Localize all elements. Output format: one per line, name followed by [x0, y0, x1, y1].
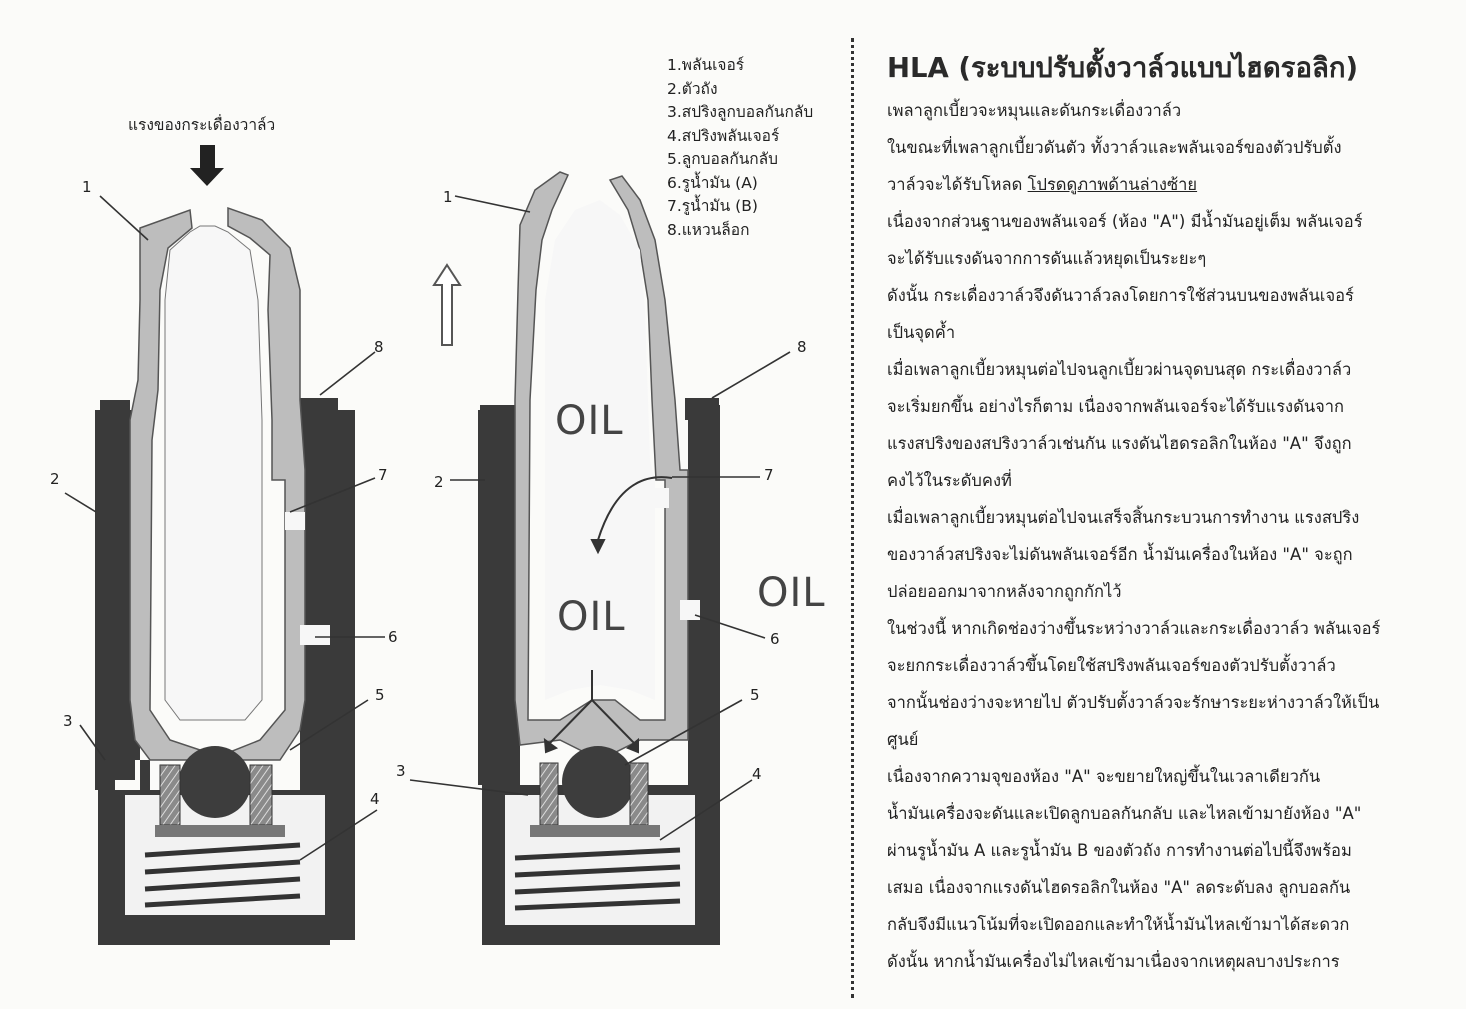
callout-7-left: 7	[378, 466, 388, 484]
body-line: ของวาล์วสปริงจะไม่ดันพลันเจอร์อีก น้ำมัน…	[887, 545, 1353, 564]
callout-4-left: 4	[370, 790, 380, 808]
body-line: เนื่องจากส่วนฐานของพลันเจอร์ (ห้อง "A") …	[887, 212, 1363, 231]
body-line: ศูนย์	[887, 730, 919, 749]
plunger-spring-right	[514, 847, 681, 911]
callout-7-right: 7	[764, 466, 774, 484]
ball-spring-right	[539, 762, 559, 826]
callout-8-left: 8	[374, 338, 384, 356]
body-line: เป็นจุดค้ำ	[887, 323, 956, 342]
legend-item: 4.สปริงพลันเจอร์	[667, 126, 780, 145]
body-line: จะยกกระเดื่องวาล์วขึ้นโดยใช้สปริงพลันเจอ…	[887, 656, 1336, 675]
body-line: จากนั้นช่องว่างจะหายไป ตัวปรับตั้งวาล์วจ…	[887, 693, 1380, 712]
body-line: คงไว้ในระดับคงที่	[887, 471, 1012, 490]
callout-3-left: 3	[63, 712, 73, 730]
ball-spring-left	[159, 764, 181, 826]
callout-3-right: 3	[396, 762, 406, 780]
body-line: เพลาลูกเบี้ยวจะหมุนและดันกระเดื่องวาล์ว	[887, 101, 1182, 120]
body-line: วาล์วจะได้รับโหลด โปรดดูภาพด้านล่างซ้าย	[887, 170, 1457, 207]
article-body: เพลาลูกเบี้ยวจะหมุนและดันกระเดื่องวาล์ว …	[887, 96, 1457, 984]
callout-6-right: 6	[770, 630, 780, 648]
body-line: น้ำมันเครื่องจะดันและเปิดลูกบอลกันกลับ แ…	[887, 804, 1362, 823]
plunger-left	[129, 206, 306, 761]
adjuster-left	[95, 145, 355, 945]
body-line: เมื่อเพลาลูกเบี้ยวหมุนต่อไปจนเสร็จสิ้นกร…	[887, 508, 1360, 527]
legend-item: 7.รูน้ำมัน (B)	[667, 197, 758, 215]
legend-item: 6.รูน้ำมัน (A)	[667, 173, 758, 192]
callout-6-left: 6	[388, 628, 398, 646]
legend-item: 1.พลันเจอร์	[667, 56, 745, 74]
oil-label-outside: OIL	[757, 570, 826, 616]
leader-lines	[64, 195, 791, 861]
body-line: ปล่อยออกมาจากหลังจากถูกกักไว้	[887, 582, 1122, 601]
callout-8-right: 8	[797, 338, 807, 356]
body-line: ดังนั้น หากน้ำมันเครื่องไม่ไหลเข้ามาเนื่…	[887, 952, 1340, 971]
callout-2-left: 2	[50, 470, 60, 488]
body-line: จะได้รับแรงดันจากการดันแล้วหยุดเป็นระยะๆ	[887, 249, 1207, 268]
oil-flow-arrows	[543, 476, 673, 754]
force-arrow	[190, 145, 224, 186]
body-line: ในช่วงนี้ หากเกิดช่องว่างขึ้นระหว่างวาล์…	[887, 619, 1381, 638]
body-line: ผ่านรูน้ำมัน A และรูน้ำมัน B ของตัวถัง ก…	[887, 841, 1352, 860]
hla-diagram-figure: แรงของกระเดื่องวาล์ว 1.พลันเจอร์ 2.ตัวถั…	[50, 54, 826, 945]
body-line: แรงสปริงของสปริงวาล์วเช่นกัน แรงดันไฮดรอ…	[887, 434, 1352, 453]
legend-item: 5.ลูกบอลกันกลับ	[667, 150, 779, 168]
check-ball-right	[562, 746, 634, 818]
body-line: กลับจึงมีแนวโน้มที่จะเปิดออกและทำให้น้ำม…	[887, 915, 1350, 934]
body-line: เมื่อเพลาลูกเบี้ยวหมุนต่อไปจนลูกเบี้ยวผ่…	[887, 360, 1352, 379]
callout-5-left: 5	[375, 686, 385, 704]
article-title: HLA (ระบบปรับตั้งวาล์วแบบไฮดรอลิก)	[887, 52, 1359, 84]
callout-4-right: 4	[752, 765, 762, 783]
legend-item: 8.แหวนล็อก	[667, 220, 750, 239]
oil-label-lower: OIL	[557, 594, 626, 640]
callout-5-right: 5	[750, 686, 760, 704]
body-line: จะเริ่มยกขึ้น อย่างไรก็ตาม เนื่องจากพลัน…	[887, 397, 1345, 416]
parts-legend: 1.พลันเจอร์ 2.ตัวถัง 3.สปริงลูกบอลกันกลั…	[667, 54, 813, 242]
legend-item: 3.สปริงลูกบอลกันกลับ	[667, 103, 814, 121]
plunger-spring-left	[144, 842, 301, 908]
callout-1-left: 1	[82, 178, 92, 196]
body-line: เสมอ เนื่องจากแรงดันไฮดรอลิกในห้อง "A" ล…	[887, 878, 1351, 897]
dotted-divider	[851, 38, 854, 998]
callout-2-right: 2	[434, 473, 444, 491]
legend-item: 2.ตัวถัง	[667, 79, 718, 98]
callout-1-right: 1	[443, 188, 453, 206]
body-line-prefix: วาล์วจะได้รับโหลด	[887, 175, 1028, 194]
adjuster-right	[432, 171, 720, 945]
body-line: ในขณะที่เพลาลูกเบี้ยวดันตัว ทั้งวาล์วและ…	[887, 138, 1342, 157]
valve-rocker-force-label: แรงของกระเดื่องวาล์ว	[128, 116, 276, 134]
body-line: ดังนั้น กระเดื่องวาล์วจึงดันวาล์วลงโดยกา…	[887, 286, 1354, 305]
body-line: เนื่องจากความจุของห้อง "A" จะขยายใหญ่ขึ้…	[887, 767, 1321, 786]
lift-arrow	[432, 263, 462, 346]
hla-cutaway-drawings	[64, 145, 791, 945]
oil-label-chamber: OIL	[555, 398, 624, 444]
see-figure-link: โปรดดูภาพด้านล่างซ้าย	[1027, 175, 1198, 194]
check-ball-left	[179, 746, 251, 818]
